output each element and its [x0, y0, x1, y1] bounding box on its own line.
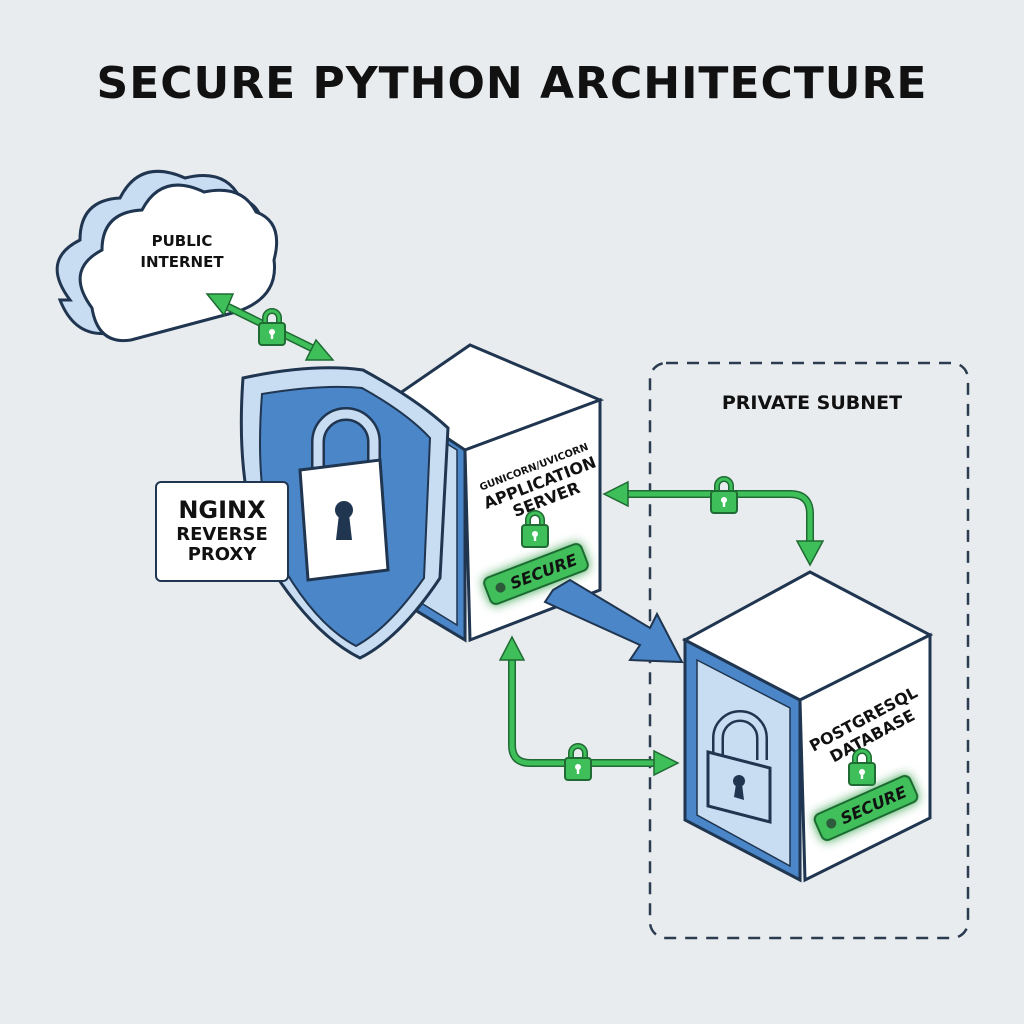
app-db-connection: [498, 635, 680, 780]
private-subnet-zone: PRIVATE SUBNET: [648, 361, 970, 940]
internet-label-line2: INTERNET: [140, 253, 224, 271]
db-app-connection: [602, 479, 825, 567]
arrowhead-icon: [205, 293, 235, 317]
lock-icon: [565, 746, 591, 780]
proxy-label-line3: PROXY: [187, 544, 257, 566]
arrowhead-icon: [498, 635, 526, 661]
primary-flow-arrow: [543, 578, 684, 664]
arrowhead-icon: [304, 338, 335, 361]
internet-proxy-connection: [205, 293, 335, 361]
nginx-proxy-label: NGINX REVERSE PROXY: [155, 481, 289, 582]
proxy-label-line2: REVERSE: [176, 523, 268, 545]
proxy-label-line1: NGINX: [178, 496, 266, 525]
database-node: POSTGRESQL DATABASE SECURE: [681, 570, 934, 883]
arrowhead-icon: [653, 749, 680, 777]
arrowhead-icon: [795, 540, 825, 567]
lock-icon: [259, 311, 285, 345]
lock-icon: [711, 479, 737, 513]
arrowhead-icon: [602, 480, 629, 508]
internet-label-line1: PUBLIC: [152, 232, 213, 250]
page-title: SECURE PYTHON ARCHITECTURE: [96, 58, 928, 109]
private-subnet-label: PRIVATE SUBNET: [722, 392, 902, 414]
